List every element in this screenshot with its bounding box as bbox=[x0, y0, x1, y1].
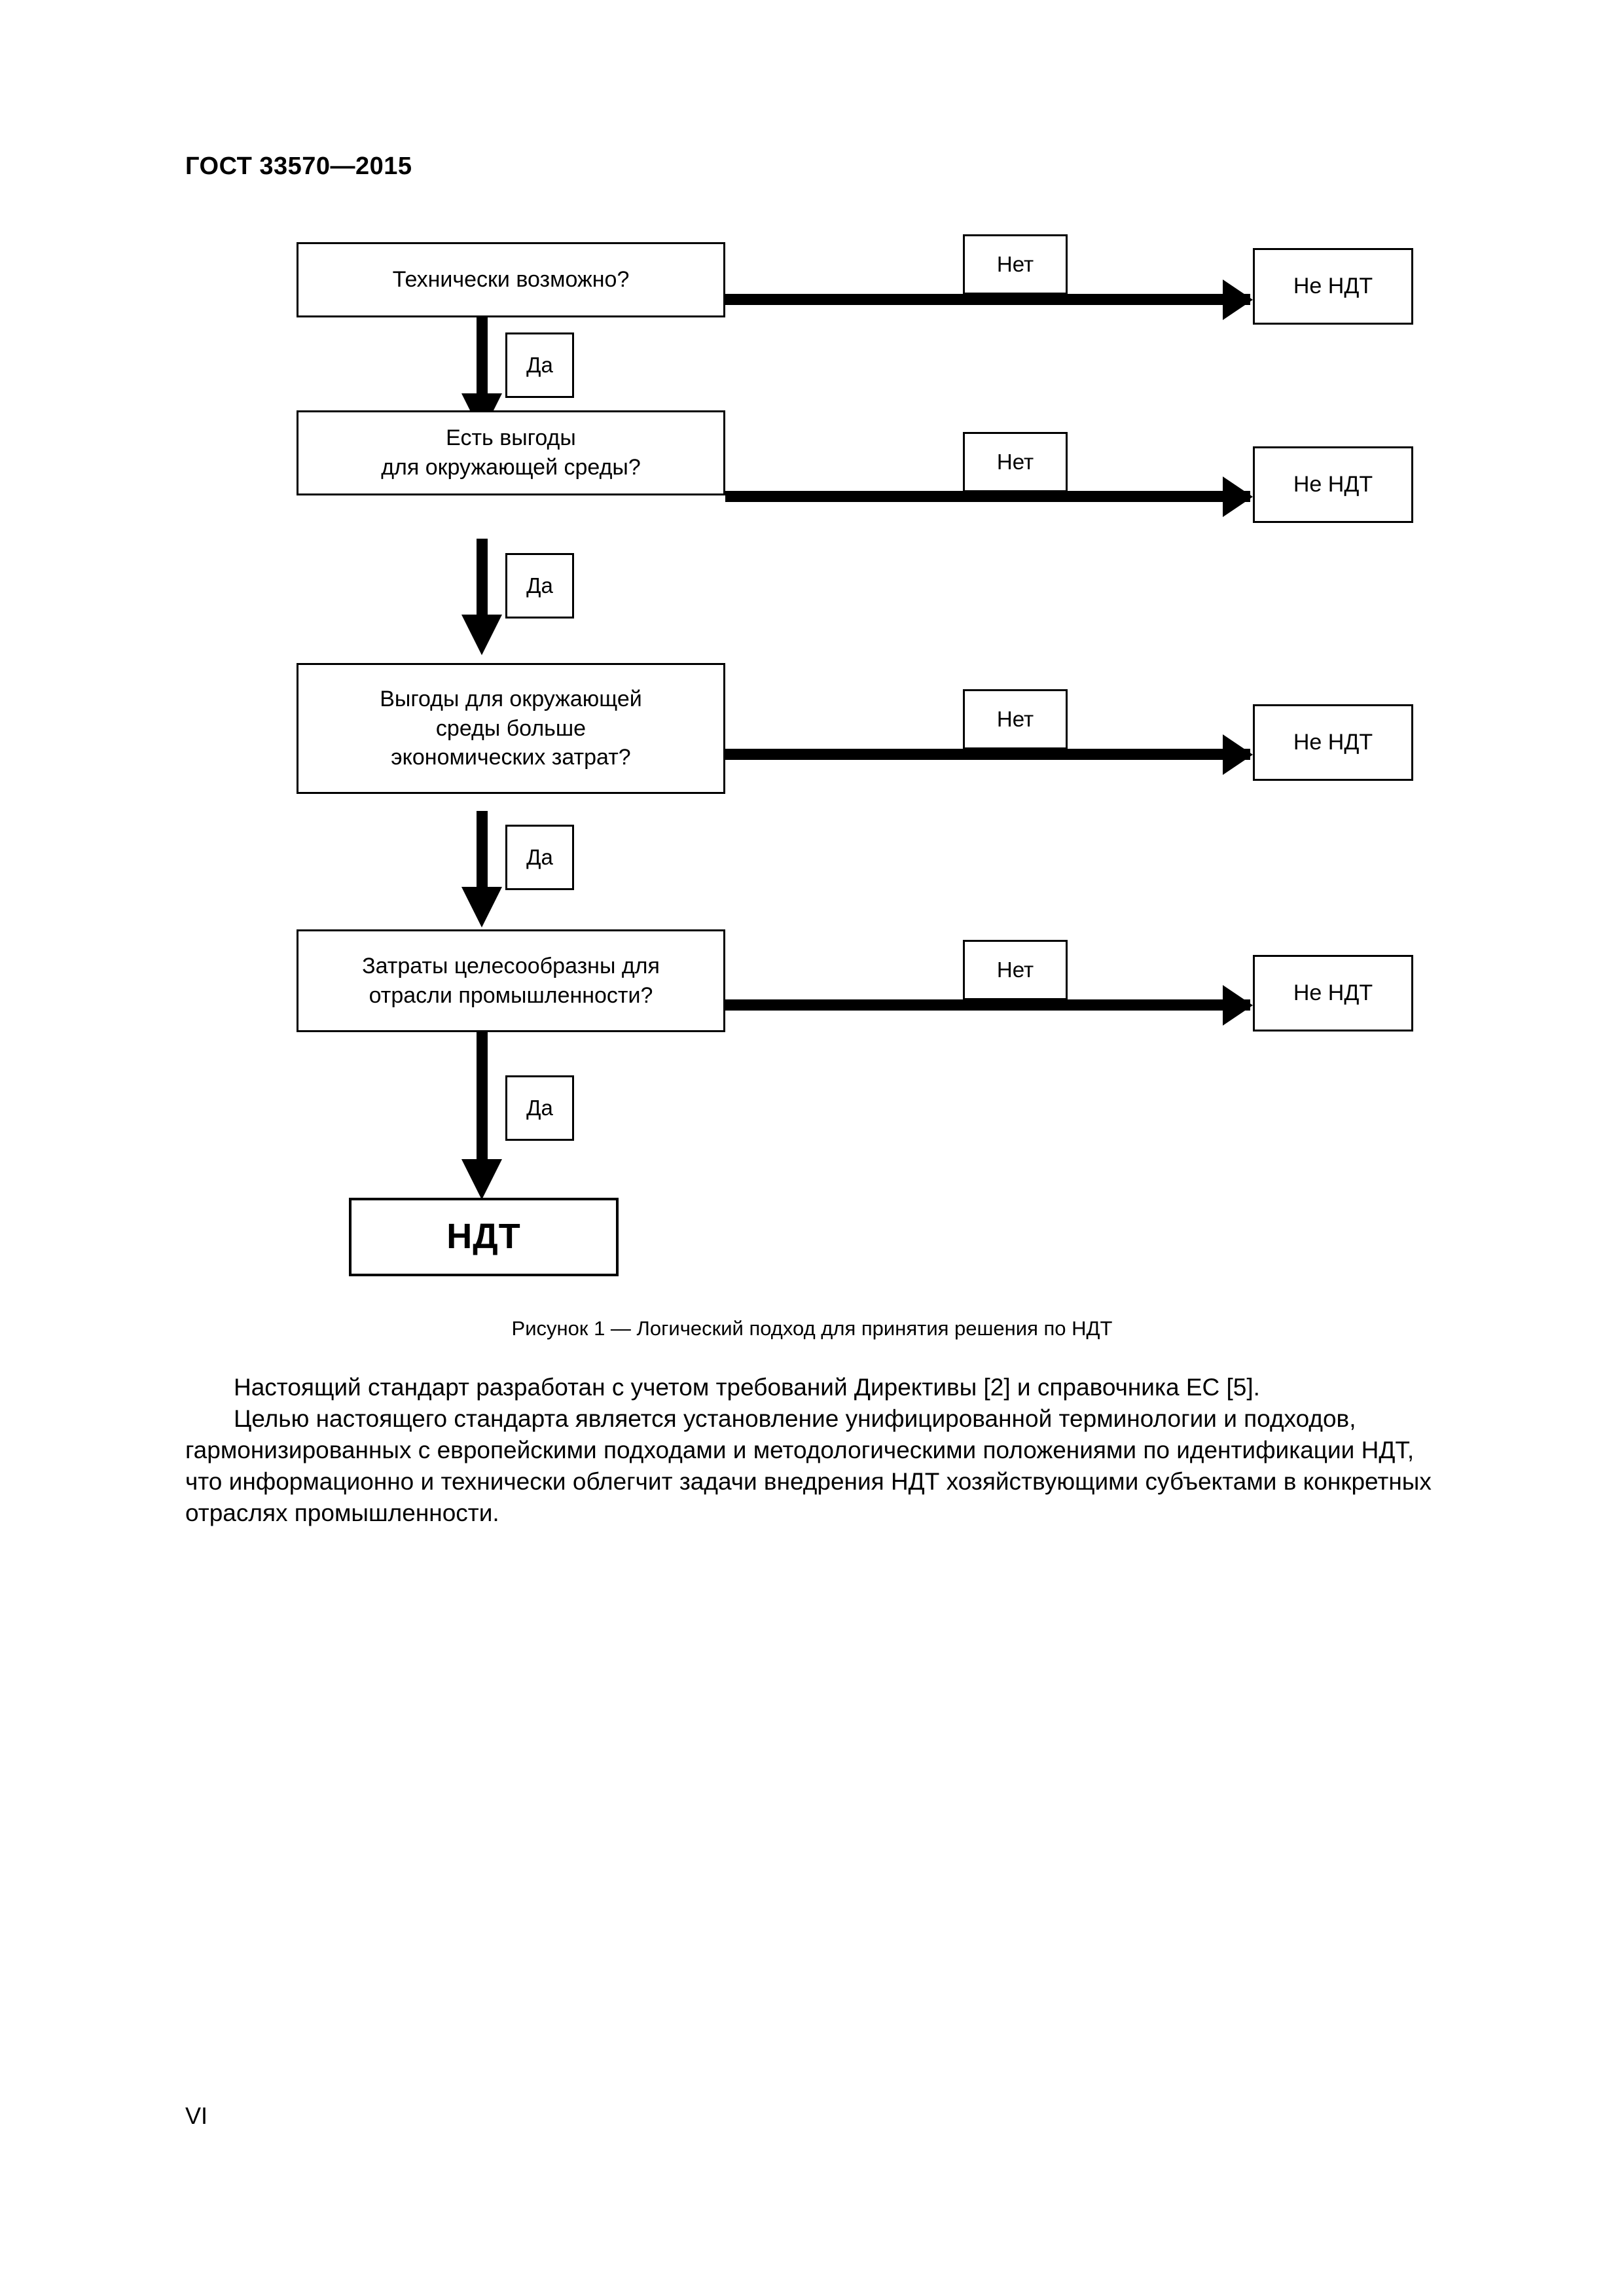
body-text-block: Настоящий стандарт разработан с учетом т… bbox=[185, 1372, 1439, 1529]
label-no-3: Нет bbox=[963, 689, 1068, 749]
arrow-no-4-shaft bbox=[725, 999, 1250, 1011]
accept-node-label: НДТ bbox=[446, 1217, 521, 1257]
label-no-2: Нет bbox=[963, 432, 1068, 492]
label-yes-3: Да bbox=[505, 825, 574, 890]
label-no-1: Нет bbox=[963, 234, 1068, 295]
body-paragraph-2: Целью настоящего стандарта является уста… bbox=[185, 1405, 1432, 1526]
label-yes-4-text: Да bbox=[526, 1096, 553, 1120]
decision-node-4-label: Затраты целесообразны для отрасли промыш… bbox=[362, 952, 660, 1011]
decision-node-3-line3: экономических затрат? bbox=[391, 745, 631, 770]
decision-node-1: Технически возможно? bbox=[297, 242, 725, 317]
label-yes-1: Да bbox=[505, 332, 574, 398]
decision-node-3-label: Выгоды для окружающей среды больше эконо… bbox=[380, 685, 642, 773]
label-yes-4: Да bbox=[505, 1075, 574, 1141]
body-paragraph-1: Настоящий стандарт разработан с учетом т… bbox=[234, 1374, 1260, 1401]
arrow-no-2-head bbox=[1223, 476, 1253, 517]
page-title: ГОСТ 33570—2015 bbox=[185, 152, 412, 180]
reject-node-4-label: Не НДТ bbox=[1293, 980, 1373, 1006]
decision-node-1-label: Технически возможно? bbox=[392, 267, 630, 293]
label-yes-2: Да bbox=[505, 553, 574, 619]
arrow-no-4-head bbox=[1223, 985, 1253, 1026]
decision-node-3-line1: Выгоды для окружающей bbox=[380, 686, 642, 711]
label-no-4-text: Нет bbox=[996, 958, 1034, 982]
arrow-yes-4-shaft bbox=[477, 1032, 488, 1163]
reject-node-1: Не НДТ bbox=[1253, 248, 1413, 325]
label-yes-1-text: Да bbox=[526, 353, 553, 377]
accept-node-ndt: НДТ bbox=[349, 1198, 619, 1276]
arrow-no-3-shaft bbox=[725, 749, 1250, 760]
label-no-3-text: Нет bbox=[996, 707, 1034, 731]
label-no-4: Нет bbox=[963, 940, 1068, 1000]
decision-node-3: Выгоды для окружающей среды больше эконо… bbox=[297, 663, 725, 794]
arrow-no-2-shaft bbox=[725, 491, 1250, 502]
reject-node-1-label: Не НДТ bbox=[1293, 274, 1373, 299]
figure-flowchart: Технически возможно? Нет Не НДТ Да Есть … bbox=[297, 234, 1413, 1276]
decision-node-2-line2: для окружающей среды? bbox=[381, 455, 641, 480]
reject-node-2: Не НДТ bbox=[1253, 446, 1413, 523]
label-no-2-text: Нет bbox=[996, 450, 1034, 474]
reject-node-3: Не НДТ bbox=[1253, 704, 1413, 781]
arrow-yes-3-head bbox=[461, 887, 502, 927]
decision-node-4-line1: Затраты целесообразны для bbox=[362, 953, 660, 978]
arrow-yes-3-shaft bbox=[477, 811, 488, 891]
decision-node-4: Затраты целесообразны для отрасли промыш… bbox=[297, 929, 725, 1032]
arrow-no-1-head bbox=[1223, 279, 1253, 320]
decision-node-2: Есть выгоды для окружающей среды? bbox=[297, 410, 725, 495]
arrow-no-1-shaft bbox=[725, 294, 1250, 305]
reject-node-4: Не НДТ bbox=[1253, 955, 1413, 1031]
figure-caption: Рисунок 1 — Логический подход для принят… bbox=[511, 1317, 1113, 1340]
decision-node-2-label: Есть выгоды для окружающей среды? bbox=[381, 423, 641, 482]
decision-node-2-line1: Есть выгоды bbox=[446, 425, 576, 451]
arrow-yes-2-head bbox=[461, 615, 502, 655]
label-yes-2-text: Да bbox=[526, 573, 553, 598]
decision-node-3-line2: среды больше bbox=[435, 715, 586, 741]
label-no-1-text: Нет bbox=[996, 252, 1034, 276]
arrow-yes-4-head bbox=[461, 1159, 502, 1200]
decision-node-4-line2: отрасли промышленности? bbox=[369, 982, 653, 1008]
reject-node-3-label: Не НДТ bbox=[1293, 730, 1373, 755]
arrow-yes-1-shaft bbox=[477, 317, 488, 397]
page-number: VI bbox=[185, 2102, 208, 2129]
arrow-yes-2-shaft bbox=[477, 539, 488, 619]
arrow-no-3-head bbox=[1223, 734, 1253, 775]
label-yes-3-text: Да bbox=[526, 845, 553, 869]
reject-node-2-label: Не НДТ bbox=[1293, 472, 1373, 497]
